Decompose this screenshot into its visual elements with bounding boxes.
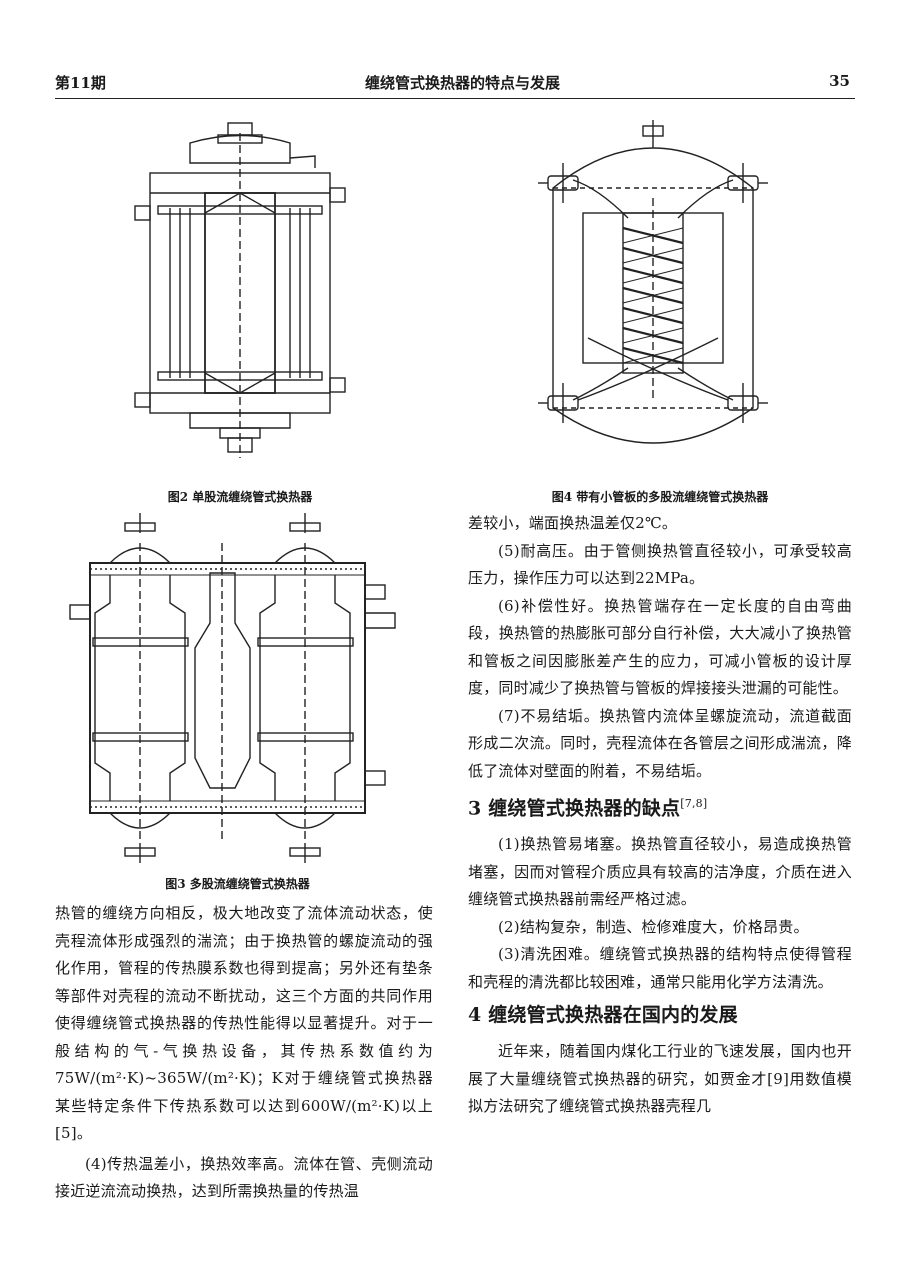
section-3-title: 3 缠绕管式换热器的缺点 <box>468 797 681 820</box>
running-title: 缠绕管式换热器的特点与发展 <box>365 74 561 92</box>
left-column: 热管的缠绕方向相反，极大地改变了流体流动状态，使壳程流体形成强烈的湍流；由于换热… <box>55 900 433 1206</box>
paragraph-temperature-difference: (4)传热温差小，换热效率高。流体在管、壳侧流动接近逆流流动换热，达到所需换热量… <box>55 1154 433 1201</box>
paragraph-heat-transfer: 热管的缠绕方向相反，极大地改变了流体流动状态，使壳程流体形成强烈的湍流；由于换热… <box>55 904 433 1142</box>
paragraph-cleaning: (3)清洗困难。缠绕管式换热器的结构特点使得管程和壳程的清洗都比较困难，通常只能… <box>468 945 852 991</box>
figure-3-caption: 图3 多股流缠绕管式换热器 <box>165 877 310 891</box>
figure-3-drawing <box>69 513 396 863</box>
paragraph-high-pressure: (5)耐高压。由于管侧换热管直径较小，可承受较高压力，操作压力可以达到22MPa… <box>468 541 852 588</box>
figure-4-drawing <box>538 120 768 444</box>
paragraph-compensation: (6)补偿性好。换热管端存在一定长度的自由弯曲段，换热管的热膨胀可部分自行补偿，… <box>468 596 852 698</box>
page-header: 第11期 缠绕管式换热器的特点与发展 35 <box>55 70 855 99</box>
figure-2-drawing <box>134 122 346 458</box>
paragraph-domestic-development: 近年来，随着国内煤化工行业的飞速发展，国内也开展了大量缠绕管式换热器的研究，如贾… <box>468 1042 852 1116</box>
issue-number: 第11期 <box>55 74 106 92</box>
section-4-heading: 4 缠绕管式换热器在国内的发展 <box>468 1004 738 1027</box>
figure-4-caption: 图4 带有小管板的多股流缠绕管式换热器 <box>551 490 769 504</box>
page-number: 35 <box>829 72 850 90</box>
paragraph-complex-structure: (2)结构复杂，制造、检修难度大，价格昂贵。 <box>498 917 809 936</box>
paragraph-temperature-cont: 差较小，端面换热温差仅2℃。 <box>468 514 678 532</box>
section-3-heading: 3 缠绕管式换热器的缺点[7,8] <box>468 791 852 821</box>
right-column: 差较小，端面换热温差仅2℃。 (5)耐高压。由于管侧换热管直径较小，可承受较高压… <box>468 510 852 1121</box>
paragraph-blockage: (1)换热管易堵塞。换热管直径较小，易造成换热管堵塞，因而对管程介质应具有较高的… <box>468 835 852 909</box>
figure-2-caption: 图2 单股流缠绕管式换热器 <box>167 490 313 504</box>
section-3-reference: [7,8] <box>680 797 708 810</box>
paragraph-no-fouling: (7)不易结垢。换热管内流体呈螺旋流动，流道截面形成二次流。同时，壳程流体在各管… <box>468 706 852 780</box>
